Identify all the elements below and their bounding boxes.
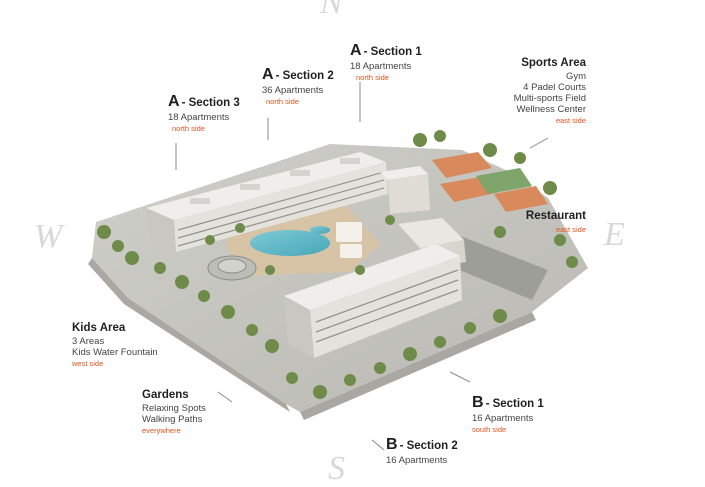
label-b-section-2: B- Section 2 16 Apartments [386, 436, 458, 466]
central-plaza [226, 206, 380, 276]
sports-courts [432, 152, 548, 212]
label-b-section-1: B- Section 1 16 Apartments south side [472, 394, 544, 435]
compass-south: S [328, 450, 345, 487]
trees [97, 130, 578, 399]
access-road [440, 232, 548, 300]
label-a-section-3: A- Section 3 18 Apartments north side [168, 93, 240, 134]
label-a-section-1: A- Section 1 18 Apartments north side [350, 42, 422, 83]
kids-area [207, 255, 257, 281]
label-kids-area: Kids Area 3 Areas Kids Water Fountain we… [72, 322, 158, 368]
compass-west: W [34, 218, 63, 255]
label-gardens: Gardens Relaxing Spots Walking Paths eve… [142, 389, 206, 435]
label-restaurant: Restaurant east side [525, 210, 586, 234]
compass-east: E [604, 216, 625, 253]
compass-north: N [320, 0, 343, 21]
building-block-b [284, 244, 462, 358]
complex-illustration [88, 82, 588, 451]
label-sports-area: Sports Area Gym 4 Padel Courts Multi-spo… [513, 57, 586, 126]
label-a-section-2: A- Section 2 36 Apartments north side [262, 66, 334, 107]
